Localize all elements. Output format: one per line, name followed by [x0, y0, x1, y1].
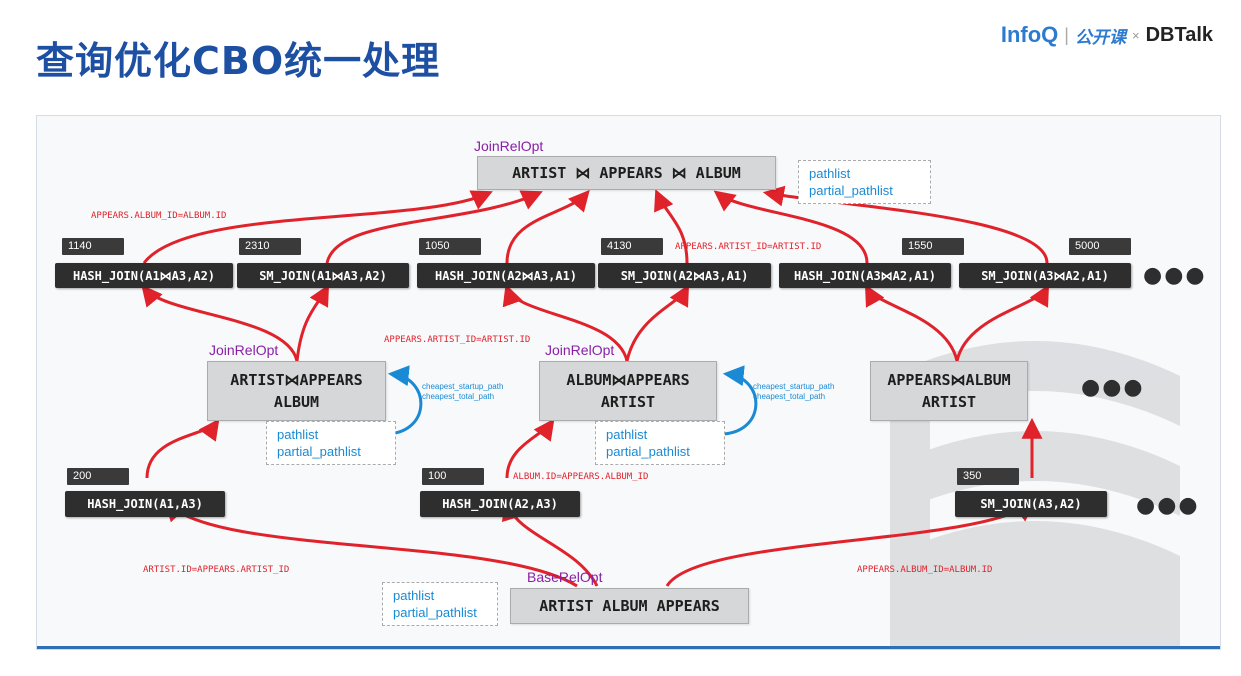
- pathlist-label: pathlist: [809, 165, 920, 182]
- rel-top-artist-appears-album[interactable]: ARTIST ⋈ APPEARS ⋈ ALBUM: [477, 156, 776, 190]
- rel-line-2: ARTIST: [887, 391, 1010, 413]
- more-paths-ellipsis: ●●●: [1143, 266, 1207, 286]
- path-node-hash-join[interactable]: HASH_JOIN(A3⋈A2,A1): [779, 263, 951, 288]
- rel-line-1: APPEARS⋈ALBUM: [887, 369, 1010, 391]
- panel-accent-line: [37, 646, 1220, 649]
- path-node-sm-join[interactable]: SM_JOIN(A2⋈A3,A1): [598, 263, 771, 288]
- path-cost: 1050: [419, 238, 481, 255]
- rel-base-label: ARTIST ALBUM APPEARS: [539, 595, 720, 617]
- path-cost: 100: [422, 468, 484, 485]
- path-node-sm-join[interactable]: SM_JOIN(A1⋈A3,A2): [237, 263, 409, 288]
- path-node-hash-join[interactable]: HASH_JOIN(A1,A3): [65, 491, 225, 517]
- brand-logos: InfoQ | 公开课 × DBTalk: [1001, 22, 1213, 48]
- cheapest-total-label: cheapest_total_path: [422, 392, 503, 402]
- page-title: 查询优化CBO统一处理: [36, 30, 440, 85]
- path-node-hash-join[interactable]: HASH_JOIN(A2⋈A3,A1): [417, 263, 595, 288]
- edge-l2-m2: [507, 422, 552, 478]
- join-rel-opt-label: JoinRelOpt: [209, 342, 278, 358]
- rel-line-1: ALBUM⋈APPEARS: [566, 369, 689, 391]
- cheapest-total-label: cheapest_total_path: [753, 392, 834, 402]
- logo-times: ×: [1132, 28, 1140, 43]
- edge-m3-p5: [867, 288, 957, 361]
- partial-pathlist-label: partial_pathlist: [606, 443, 714, 460]
- rel-line-1: ARTIST⋈APPEARS: [230, 369, 362, 391]
- cheapest-startup-label: cheapest_startup_path: [422, 382, 503, 392]
- join-rel-opt-label: JoinRelOpt: [545, 342, 614, 358]
- path-cost: 350: [957, 468, 1019, 485]
- path-cost: 200: [67, 468, 129, 485]
- pathlist-box-mid1: pathlist partial_pathlist: [266, 421, 396, 465]
- path-cost: 1550: [902, 238, 964, 255]
- logo-separator: |: [1064, 25, 1069, 46]
- path-node-hash-join[interactable]: HASH_JOIN(A1⋈A3,A2): [55, 263, 233, 288]
- join-condition: APPEARS.ALBUM_ID=ALBUM.ID: [857, 565, 992, 575]
- join-rel-opt-label: JoinRelOpt: [474, 138, 543, 154]
- edge-l1-m1: [147, 422, 217, 478]
- pathlist-label: pathlist: [606, 426, 714, 443]
- rel-line-2: ARTIST: [566, 391, 689, 413]
- pathlist-box-base: pathlist partial_pathlist: [382, 582, 498, 626]
- rel-artist-appears-album[interactable]: ARTIST⋈APPEARS ALBUM: [207, 361, 386, 421]
- partial-pathlist-label: partial_pathlist: [393, 604, 487, 621]
- rel-album-appears-artist[interactable]: ALBUM⋈APPEARS ARTIST: [539, 361, 717, 421]
- base-rel-opt-label: BaseRelOpt: [527, 569, 602, 585]
- pathlist-box-mid2: pathlist partial_pathlist: [595, 421, 725, 465]
- edge-m3-p6: [957, 288, 1047, 361]
- cheapest-paths-note: cheapest_startup_path cheapest_total_pat…: [753, 382, 834, 402]
- edge-m2-p4: [627, 288, 687, 361]
- path-cost: 1140: [62, 238, 124, 255]
- pathlist-box-top: pathlist partial_pathlist: [798, 160, 931, 204]
- cheapest-startup-label: cheapest_startup_path: [753, 382, 834, 392]
- path-node-hash-join[interactable]: HASH_JOIN(A2,A3): [420, 491, 580, 517]
- join-condition: APPEARS.ARTIST_ID=ARTIST.ID: [384, 335, 530, 345]
- dbtalk-logo: DBTalk: [1146, 24, 1213, 47]
- more-low-paths-ellipsis: ●●●: [1136, 496, 1200, 516]
- path-node-sm-join[interactable]: SM_JOIN(A3,A2): [955, 491, 1107, 517]
- partial-pathlist-label: partial_pathlist: [809, 182, 920, 199]
- rel-top-label: ARTIST ⋈ APPEARS ⋈ ALBUM: [512, 162, 741, 184]
- join-condition: APPEARS.ARTIST_ID=ARTIST.ID: [675, 242, 821, 252]
- more-rels-ellipsis: ●●●: [1081, 378, 1145, 398]
- path-cost: 4130: [601, 238, 663, 255]
- cheapest-paths-note: cheapest_startup_path cheapest_total_pat…: [422, 382, 503, 402]
- path-cost: 2310: [239, 238, 301, 255]
- rel-base-artist-album-appears[interactable]: ARTIST ALBUM APPEARS: [510, 588, 749, 624]
- join-condition: ALBUM.ID=APPEARS.ALBUM_ID: [513, 472, 648, 482]
- pathlist-label: pathlist: [277, 426, 385, 443]
- join-condition: APPEARS.ALBUM_ID=ALBUM.ID: [91, 211, 226, 221]
- join-condition: ARTIST.ID=APPEARS.ARTIST_ID: [143, 565, 289, 575]
- rel-appears-album-artist[interactable]: APPEARS⋈ALBUM ARTIST: [870, 361, 1028, 421]
- infoq-logo: InfoQ: [1001, 22, 1058, 48]
- gongkaike-logo: 公开课: [1075, 23, 1126, 48]
- edge-m1-p2: [297, 288, 327, 361]
- rel-line-2: ALBUM: [230, 391, 362, 413]
- diagram-panel: JoinRelOpt ARTIST ⋈ APPEARS ⋈ ALBUM path…: [36, 115, 1221, 650]
- edge-p3-top: [507, 193, 587, 263]
- pathlist-label: pathlist: [393, 587, 487, 604]
- path-node-sm-join[interactable]: SM_JOIN(A3⋈A2,A1): [959, 263, 1131, 288]
- partial-pathlist-label: partial_pathlist: [277, 443, 385, 460]
- path-cost: 5000: [1069, 238, 1131, 255]
